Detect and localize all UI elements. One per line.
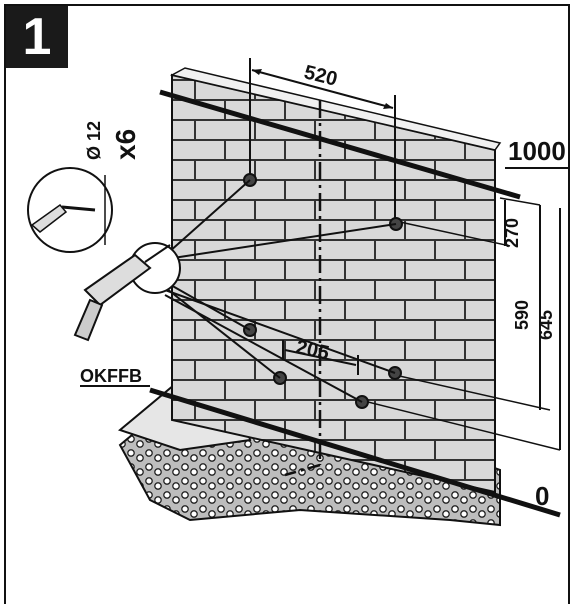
installation-diagram: 520 205 270 590 645 1000 0 OKFFB bbox=[27, 58, 570, 527]
label-270: 270 bbox=[502, 218, 522, 248]
label-645: 645 bbox=[536, 310, 556, 340]
step-number-badge: 1 bbox=[6, 6, 68, 68]
drill-bit-detail bbox=[27, 167, 113, 253]
label-okffb: OKFFB bbox=[80, 366, 142, 386]
level-line-1000 bbox=[159, 89, 521, 200]
drill-icon bbox=[73, 242, 181, 342]
leader-lines bbox=[159, 179, 397, 403]
drill-diameter-label: Ø 12 bbox=[84, 121, 104, 160]
diagram-frame bbox=[4, 4, 570, 604]
label-1000: 1000 bbox=[508, 136, 566, 166]
vertical-dimensions: 270 590 645 bbox=[359, 197, 561, 451]
label-0: 0 bbox=[535, 481, 549, 511]
label-520: 520 bbox=[302, 61, 340, 90]
drill-quantity-label: x6 bbox=[110, 129, 141, 160]
label-590: 590 bbox=[512, 300, 532, 330]
brick-wall bbox=[169, 67, 502, 494]
center-axis-floor bbox=[284, 463, 321, 477]
level-line-0 bbox=[149, 387, 561, 518]
